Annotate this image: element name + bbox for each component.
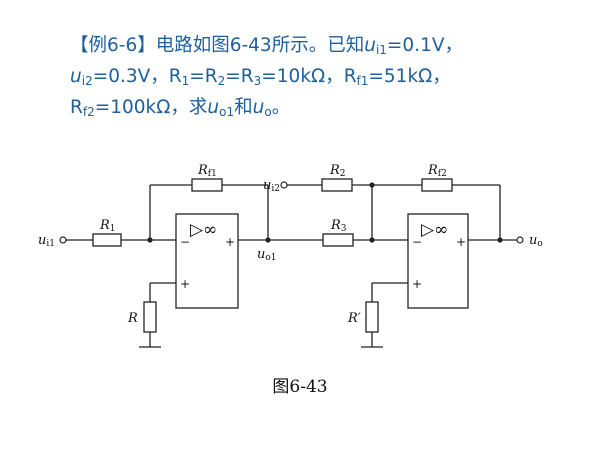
label-r2: R2	[329, 163, 346, 179]
opamp-2-minus: −	[412, 235, 422, 249]
junction-dot	[147, 237, 153, 243]
label-rf2: Rf2	[427, 163, 447, 179]
resistor-rf1	[191, 178, 223, 192]
resistor-r	[143, 301, 157, 333]
end-mark: 。	[271, 97, 291, 118]
opamp-2-symbol: ▷∞	[421, 220, 448, 240]
problem-line-3: Rf2=100kΩ，求uo1和uo。	[70, 97, 291, 119]
junction-dot	[369, 182, 375, 188]
r2-eq: =R	[225, 66, 254, 87]
label-ui1: ui1	[38, 233, 55, 249]
terminal-ui1	[59, 236, 67, 244]
problem-line-2: ui2=0.3V，R1=R2=R3=10kΩ，Rf1=51kΩ，	[70, 66, 451, 88]
ui1-value: =0.1V，	[386, 35, 463, 56]
resistor-r3	[322, 233, 354, 247]
junction-dot	[497, 237, 503, 243]
terminal-uo	[516, 236, 524, 244]
example-tag: 【例6-6】	[70, 35, 156, 56]
opamp-1-out-plus: +	[225, 235, 235, 249]
problem-line-1: 【例6-6】电路如图6-43所示。已知ui1=0.1V，	[70, 35, 463, 57]
ui2-value: =0.3V，	[92, 66, 169, 87]
label-rprime: R′	[347, 311, 361, 326]
opamp-2	[407, 213, 469, 309]
label-uo: uo	[529, 233, 543, 249]
opamp-1-symbol: ▷∞	[190, 220, 217, 240]
opamp-1-minus: −	[180, 235, 190, 249]
problem-statement: 【例6-6】电路如图6-43所示。已知ui1=0.1V， ui2=0.3V，R1…	[70, 30, 590, 123]
problem-intro: 电路如图6-43所示。已知	[155, 35, 365, 56]
label-r1: R1	[99, 218, 116, 234]
junction-dot	[265, 237, 271, 243]
and-text: 和	[234, 97, 253, 118]
r1-eq: =R	[189, 66, 218, 87]
resistor-rf2	[421, 178, 453, 192]
opamp-1	[175, 213, 239, 309]
opamp-1-plus: +	[180, 277, 190, 291]
resistor-r2	[321, 178, 353, 192]
label-r: R	[127, 311, 138, 326]
r3-value: =10kΩ，	[261, 66, 344, 87]
resistor-rprime	[365, 301, 379, 333]
opamp-2-plus: +	[412, 277, 422, 291]
opamp-2-out-plus: +	[456, 235, 466, 249]
label-r3: R3	[330, 218, 347, 234]
figure-caption: 图6-43	[272, 377, 328, 397]
rf1-value: =51kΩ，	[368, 66, 451, 87]
resistor-r1	[92, 233, 122, 247]
terminal-ui2	[280, 181, 288, 189]
rf2-value: =100kΩ，求	[94, 97, 208, 118]
label-uo1: uo1	[257, 247, 277, 263]
label-rf1: Rf1	[197, 163, 217, 179]
junction-dot	[369, 237, 375, 243]
label-ui2: ui2	[263, 178, 280, 194]
